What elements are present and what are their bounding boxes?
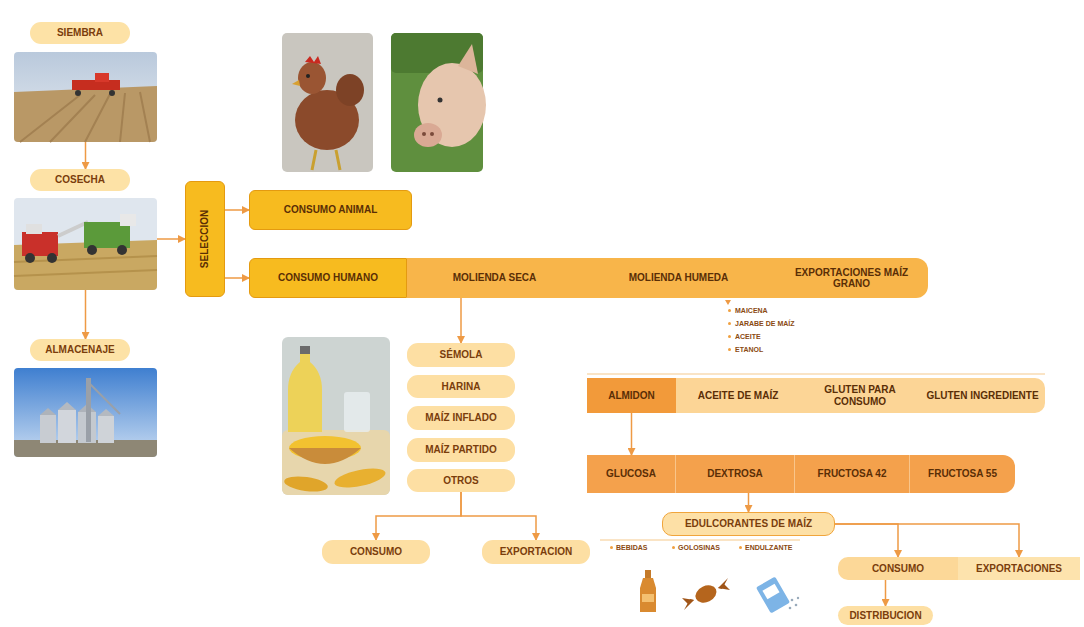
product-pill: MAÍZ INFLADO — [407, 406, 515, 430]
bottle-icon — [640, 570, 656, 612]
node-text: GLUTEN INGREDIENTE — [926, 390, 1038, 402]
destination-pill: EXPORTACION — [482, 540, 590, 564]
flow-arrow — [460, 298, 462, 343]
flow-arrow — [85, 142, 87, 169]
flow-arrow — [85, 290, 87, 339]
candy-icon — [682, 578, 730, 610]
node-text: MAÍZ INFLADO — [425, 412, 497, 424]
stage-card: COSECHA — [14, 169, 157, 290]
chicken-photo — [282, 33, 373, 172]
sugar-cell: FRUCTOSA 42 — [795, 455, 910, 493]
harvest-photo — [14, 198, 157, 290]
process-box: CONSUMO HUMANO — [249, 258, 407, 298]
product-pill: OTROS — [407, 469, 515, 492]
product-cell: GLUTEN INGREDIENTE — [920, 378, 1045, 413]
storage-photo — [14, 368, 157, 457]
node-text: CONSUMO ANIMAL — [284, 204, 378, 216]
node-text: FRUCTOSA 42 — [818, 468, 887, 480]
node-text: DEXTROSA — [707, 468, 763, 480]
product-pill: MAÍZ PARTIDO — [407, 438, 515, 462]
list-label: ENDULZANTE — [745, 543, 792, 552]
bullet-dot — [728, 309, 731, 312]
destination-pill: CONSUMO — [322, 540, 430, 564]
destination-cell: EXPORTACIONES — [958, 557, 1080, 580]
flow-arrow — [157, 238, 185, 240]
process-band-cell: MOLIENDA SECA — [407, 258, 582, 298]
list-label: GOLOSINAS — [678, 543, 720, 552]
node-text: MOLIENDA HUMEDA — [629, 272, 729, 284]
node-text: GLUCOSA — [606, 468, 656, 480]
product-pill: SÉMOLA — [407, 343, 515, 367]
node-text: EXPORTACIONES — [976, 563, 1062, 575]
node-text: SIEMBRA — [30, 22, 130, 44]
destination-cell: CONSUMO — [838, 557, 958, 580]
node-text: FRUCTOSA 55 — [928, 468, 997, 480]
list-label: JARABE DE MAÍZ — [735, 319, 795, 328]
product-box: EDULCORANTES DE MAÍZ — [662, 512, 835, 536]
sugar-cell: FRUCTOSA 55 — [910, 455, 1015, 493]
flow-arrow — [225, 209, 249, 211]
selection-box: SELECCION — [185, 181, 225, 297]
product-pill: HARINA — [407, 375, 515, 398]
node-text: SELECCION — [199, 210, 211, 268]
rule-line — [587, 374, 1045, 375]
node-text: HARINA — [442, 381, 481, 393]
flow-arrow — [631, 413, 633, 455]
process-band-cell: EXPORTACIONES MAÍZ GRANO — [775, 258, 928, 298]
flow-arrow — [748, 493, 750, 512]
node-text: CONSUMO — [350, 546, 402, 558]
node-text: ACEITE DE MAÍZ — [698, 390, 779, 402]
flow-arrow — [461, 492, 536, 540]
product-cell: GLUTEN PARA CONSUMO — [800, 378, 920, 413]
list-label: ACEITE — [735, 332, 761, 341]
process-band-cell: MOLIENDA HUMEDA — [582, 258, 775, 298]
product-cell: ACEITE DE MAÍZ — [676, 378, 800, 413]
node-text: CONSUMO — [872, 563, 924, 575]
bullet-dot — [728, 322, 731, 325]
node-text: EXPORTACION — [500, 546, 573, 558]
rule-line — [600, 540, 800, 541]
node-text: CONSUMO HUMANO — [278, 272, 378, 284]
destination-pill: DISTRIBUCION — [838, 606, 933, 625]
process-box: CONSUMO ANIMAL — [249, 190, 412, 230]
node-text: SÉMOLA — [440, 349, 483, 361]
flow-arrow — [885, 580, 887, 606]
flow-arrow — [376, 492, 461, 540]
sugar-cell: DEXTROSA — [676, 455, 795, 493]
stage-card: SIEMBRA — [14, 22, 157, 142]
flow-arrow — [225, 277, 249, 279]
node-text: ALMACENAJE — [30, 339, 130, 361]
bullet-dot — [739, 546, 742, 549]
product-cell: ALMIDON — [587, 378, 676, 413]
bullet-dot — [610, 546, 613, 549]
node-text: MOLIENDA SECA — [453, 272, 537, 284]
node-text: EDULCORANTES DE MAÍZ — [685, 518, 812, 530]
corn-products-photo — [282, 337, 390, 495]
bullet-dot — [672, 546, 675, 549]
node-text: MAÍZ PARTIDO — [425, 444, 496, 456]
list-label: ETANOL — [735, 345, 763, 354]
bullet-dot — [728, 335, 731, 338]
list-label: MAICENA — [735, 306, 768, 315]
flow-arrow — [835, 524, 898, 557]
small-arrow — [725, 300, 731, 305]
sowing-photo — [14, 52, 157, 142]
bullet-dot — [728, 348, 731, 351]
sugar-cell: GLUCOSA — [587, 455, 676, 493]
node-text: GLUTEN PARA CONSUMO — [805, 384, 915, 407]
pig-photo — [391, 33, 486, 172]
node-text: DISTRIBUCION — [849, 610, 921, 622]
list-label: BEBIDAS — [616, 543, 648, 552]
flow-arrow — [835, 524, 1019, 557]
node-text: COSECHA — [30, 169, 130, 191]
node-text: OTROS — [443, 475, 479, 487]
node-text: EXPORTACIONES MAÍZ GRANO — [780, 267, 923, 290]
stage-card: ALMACENAJE — [14, 339, 157, 457]
node-text: ALMIDON — [608, 390, 655, 402]
sugar-packet-icon — [756, 577, 799, 614]
